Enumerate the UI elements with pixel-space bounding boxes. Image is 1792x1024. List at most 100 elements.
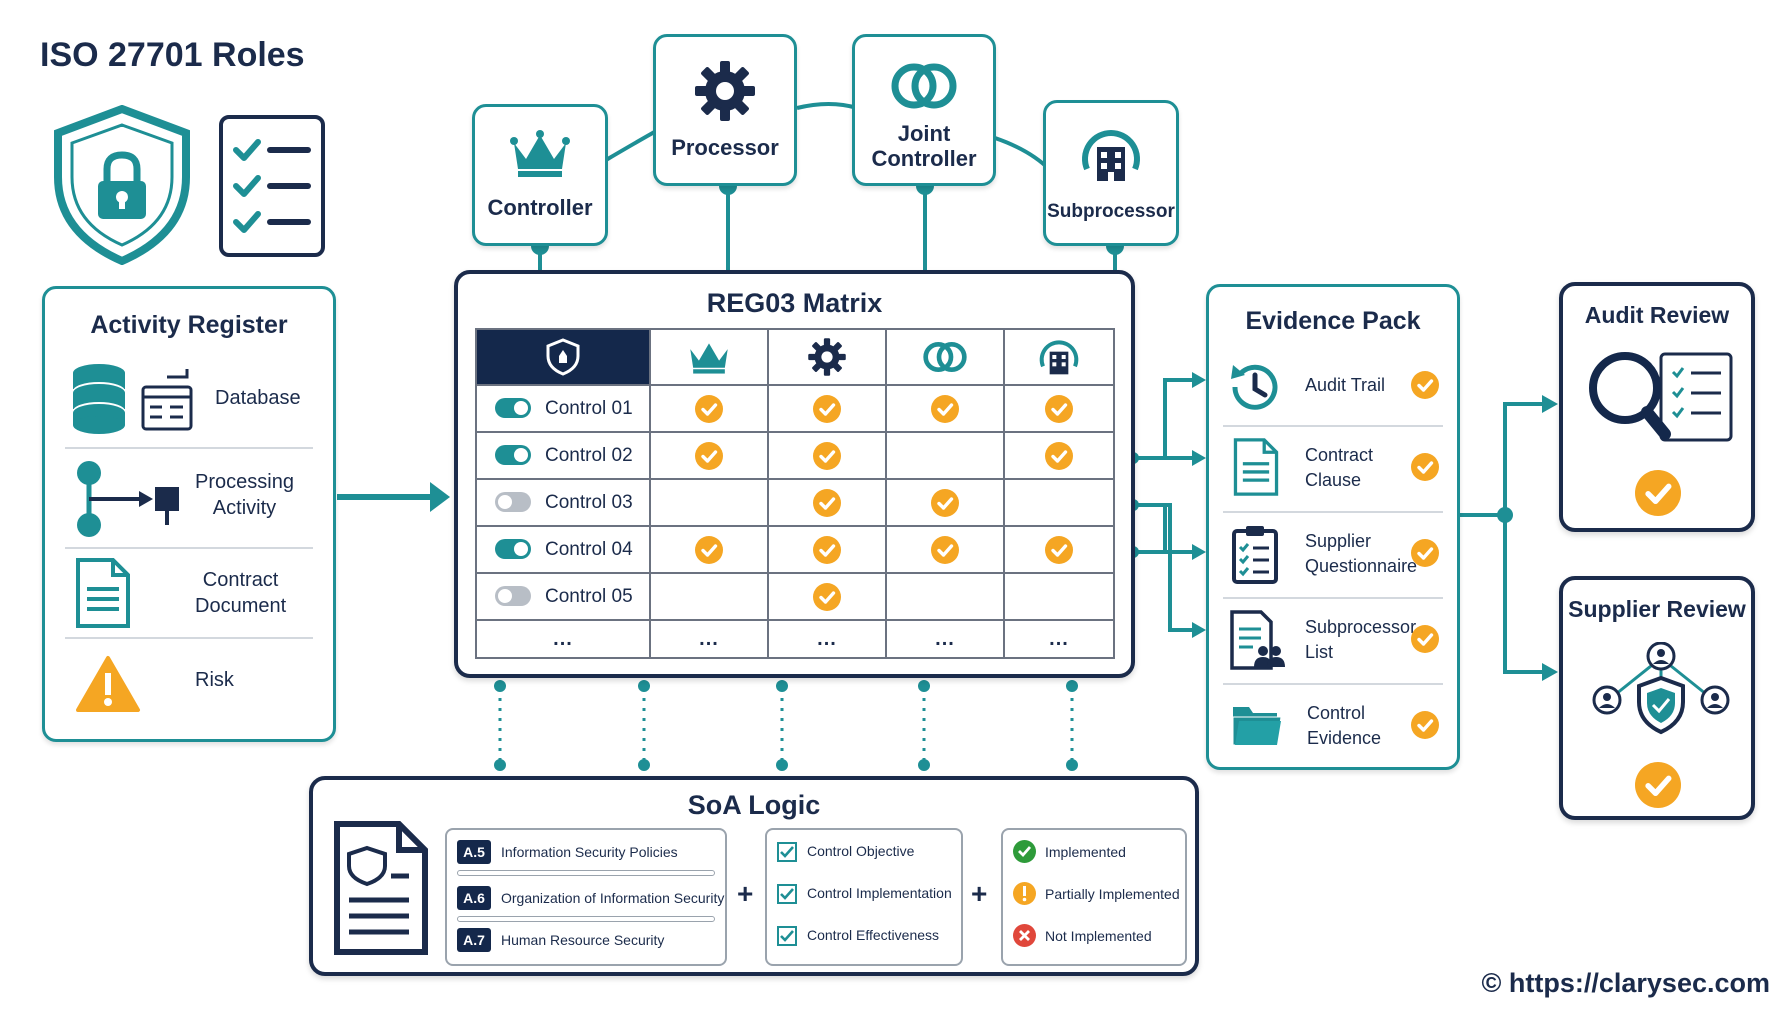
annex-code: A.6	[457, 886, 491, 910]
control-label: Control 04	[545, 538, 633, 560]
check-icon	[931, 394, 959, 423]
matrix-cell[interactable]	[1003, 384, 1115, 433]
ellipsis-cell: ...	[767, 619, 887, 659]
check-icon	[813, 535, 841, 564]
folder-icon	[1231, 701, 1283, 747]
control-toggle[interactable]	[495, 539, 531, 560]
linked-rings-icon	[885, 328, 1005, 386]
control-matrix: Control 01 Control 02 Control 03 Control 04…	[475, 328, 1115, 659]
divider	[457, 870, 715, 876]
matrix-cell[interactable]	[767, 572, 887, 621]
check-icon	[1635, 762, 1681, 808]
role-subprocessor[interactable]: Subprocessor	[1043, 100, 1179, 246]
role-label: Processor	[671, 135, 779, 160]
exclamation-circle-icon	[1013, 882, 1036, 905]
matrix-cell[interactable]	[1003, 478, 1115, 527]
list-item[interactable]: Supplier Questionnaire	[1223, 511, 1443, 599]
x-circle-icon	[1013, 924, 1036, 947]
panel-title: Supplier Review	[1568, 596, 1746, 622]
control-cell: Control 04	[475, 525, 651, 574]
annex-code: A.7	[457, 928, 491, 952]
plus-operator: +	[737, 878, 754, 909]
control-toggle[interactable]	[495, 445, 531, 466]
item-label: Control Evidence	[1307, 703, 1382, 748]
control-cell: Control 03	[475, 478, 651, 527]
matrix-cell[interactable]	[649, 525, 769, 574]
role-controller[interactable]: Controller	[472, 104, 608, 246]
item-label: Supplier Questionnaire	[1305, 531, 1418, 576]
check-icon	[1045, 535, 1073, 564]
gear-icon	[767, 328, 887, 386]
control-cell: Control 05	[475, 572, 651, 621]
matrix-cell[interactable]	[767, 431, 887, 480]
criteria-label: Control Objective	[807, 843, 915, 859]
ellipsis-cell: ...	[649, 619, 769, 659]
matrix-cell[interactable]	[885, 384, 1005, 433]
role-joint-controller[interactable]: Joint Controller	[852, 34, 996, 186]
plus-operator: +	[971, 878, 988, 909]
item-label: Processing Activity	[195, 471, 294, 519]
status-label: Partially Implemented	[1045, 886, 1180, 902]
list-item[interactable]: Audit Trail	[1223, 347, 1443, 427]
matrix-cell[interactable]	[1003, 525, 1115, 574]
matrix-cell[interactable]	[885, 478, 1005, 527]
flow-icon	[73, 459, 183, 539]
control-cell: Control 01	[475, 384, 651, 433]
check-icon	[695, 535, 723, 564]
control-label: Control 02	[545, 444, 633, 466]
check-icon	[931, 535, 959, 564]
audit-review-panel[interactable]: Audit Review	[1559, 282, 1755, 532]
annex-code: A.5	[457, 840, 491, 864]
role-processor[interactable]: Processor	[653, 34, 797, 186]
check-icon	[1411, 371, 1439, 399]
panel-title: REG03 Matrix	[706, 288, 883, 318]
copyright-text: © https://clarysec.com	[1481, 968, 1771, 998]
matrix-cell[interactable]	[649, 384, 769, 433]
table-row: Control 05	[475, 572, 1115, 621]
list-item[interactable]: Database	[65, 353, 313, 449]
matrix-header-row	[475, 328, 1115, 386]
item-label: Contract Document	[195, 569, 287, 617]
item-label: Subprocessor List	[1305, 617, 1417, 662]
list-item[interactable]: Contract Document	[65, 547, 313, 639]
control-toggle[interactable]	[495, 398, 531, 419]
matrix-cell[interactable]	[1003, 572, 1115, 621]
matrix-cell[interactable]	[767, 384, 887, 433]
matrix-cell[interactable]	[885, 431, 1005, 480]
list-item[interactable]: Risk	[65, 637, 313, 723]
policy-document-icon	[333, 820, 429, 956]
ellipsis-cell: ...	[475, 619, 651, 659]
table-row: ...............	[475, 619, 1115, 659]
list-item[interactable]: Contract Clause	[1223, 425, 1443, 513]
checkbox-icon	[777, 884, 797, 904]
matrix-cell[interactable]	[767, 478, 887, 527]
matrix-cell[interactable]	[885, 525, 1005, 574]
checkbox-icon	[777, 842, 797, 862]
matrix-cell[interactable]	[649, 572, 769, 621]
check-icon	[813, 582, 841, 611]
ellipsis-cell: ...	[1003, 619, 1115, 659]
list-item[interactable]: Control Evidence	[1223, 683, 1443, 767]
control-toggle[interactable]	[495, 492, 531, 513]
table-row: Control 01	[475, 384, 1115, 433]
matrix-cell[interactable]	[767, 525, 887, 574]
building-icon	[1003, 328, 1115, 386]
table-row: Control 03	[475, 478, 1115, 527]
checkbox-icon	[777, 926, 797, 946]
control-toggle[interactable]	[495, 586, 531, 607]
annex-controls-list: A.5 Information Security Policies A.6 Or…	[445, 828, 727, 966]
matrix-cell[interactable]	[1003, 431, 1115, 480]
matrix-cell[interactable]	[649, 478, 769, 527]
item-label: Risk	[195, 669, 234, 691]
role-label: Controller	[487, 195, 593, 220]
control-cell: Control 02	[475, 431, 651, 480]
list-item[interactable]: Subprocessor List	[1223, 597, 1443, 685]
matrix-cell[interactable]	[885, 572, 1005, 621]
annex-label: Information Security Policies	[501, 844, 678, 860]
matrix-cell[interactable]	[649, 431, 769, 480]
supplier-review-panel[interactable]: Supplier Review	[1559, 576, 1755, 820]
list-item[interactable]: Processing Activity	[65, 447, 313, 549]
activity-register-panel: Activity Register Database Processing Ac…	[42, 286, 336, 742]
shield-icon	[475, 328, 651, 386]
